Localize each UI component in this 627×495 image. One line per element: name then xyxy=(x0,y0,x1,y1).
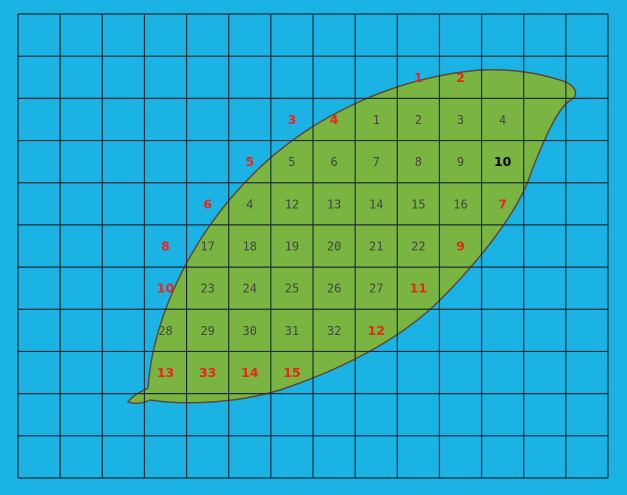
cell-label-red: 6 xyxy=(203,196,212,211)
cell-label-red: 33 xyxy=(199,365,216,380)
cell-label-gray: 29 xyxy=(200,324,214,338)
cell-label-gray: 22 xyxy=(411,240,425,254)
cell-label-red: 9 xyxy=(456,239,465,254)
cell-label-gray: 19 xyxy=(285,240,299,254)
cell-label-gray: 1 xyxy=(373,113,380,127)
cell-label-black: 10 xyxy=(494,154,512,169)
cell-label-gray: 24 xyxy=(243,282,257,296)
cell-label-red: 4 xyxy=(330,112,339,127)
cell-label-gray: 12 xyxy=(285,197,299,211)
cell-label-red: 14 xyxy=(241,365,259,380)
cell-label-gray: 2 xyxy=(415,113,422,127)
cell-label-red: 5 xyxy=(245,154,254,169)
cell-label-red: 3 xyxy=(288,112,297,127)
cell-label-gray: 25 xyxy=(285,282,299,296)
cell-label-gray: 32 xyxy=(327,324,341,338)
cell-label-gray: 26 xyxy=(327,282,341,296)
cell-label-red: 1 xyxy=(414,70,423,85)
cell-label-gray: 4 xyxy=(499,113,506,127)
cell-label-gray: 17 xyxy=(200,240,214,254)
cell-label-red: 13 xyxy=(157,365,174,380)
cell-label-gray: 6 xyxy=(330,155,337,169)
cell-label-red: 2 xyxy=(456,70,465,85)
cell-label-red: 11 xyxy=(410,281,427,296)
cell-label-gray: 3 xyxy=(457,113,464,127)
cell-label-gray: 8 xyxy=(415,155,422,169)
cell-label-gray: 23 xyxy=(200,282,214,296)
cell-label-gray: 21 xyxy=(369,240,383,254)
cell-label-gray: 9 xyxy=(457,155,464,169)
cell-label-gray: 20 xyxy=(327,240,341,254)
cell-label-gray: 14 xyxy=(369,197,383,211)
cell-label-gray: 13 xyxy=(327,197,341,211)
cell-label-red: 8 xyxy=(161,239,170,254)
cell-label-gray: 31 xyxy=(285,324,299,338)
cell-label-gray: 15 xyxy=(411,197,425,211)
cell-label-gray: 4 xyxy=(246,197,253,211)
cell-label-gray: 7 xyxy=(373,155,380,169)
cell-label-gray: 16 xyxy=(453,197,467,211)
cell-label-gray: 5 xyxy=(288,155,295,169)
cell-label-red: 10 xyxy=(157,281,175,296)
cell-label-gray: 30 xyxy=(243,324,257,338)
cell-label-red: 7 xyxy=(498,196,507,211)
cell-label-gray: 18 xyxy=(243,240,257,254)
cell-label-red: 12 xyxy=(368,323,385,338)
cell-label-gray: 28 xyxy=(158,324,172,338)
cell-label-red: 15 xyxy=(283,365,300,380)
cell-label-gray: 27 xyxy=(369,282,383,296)
